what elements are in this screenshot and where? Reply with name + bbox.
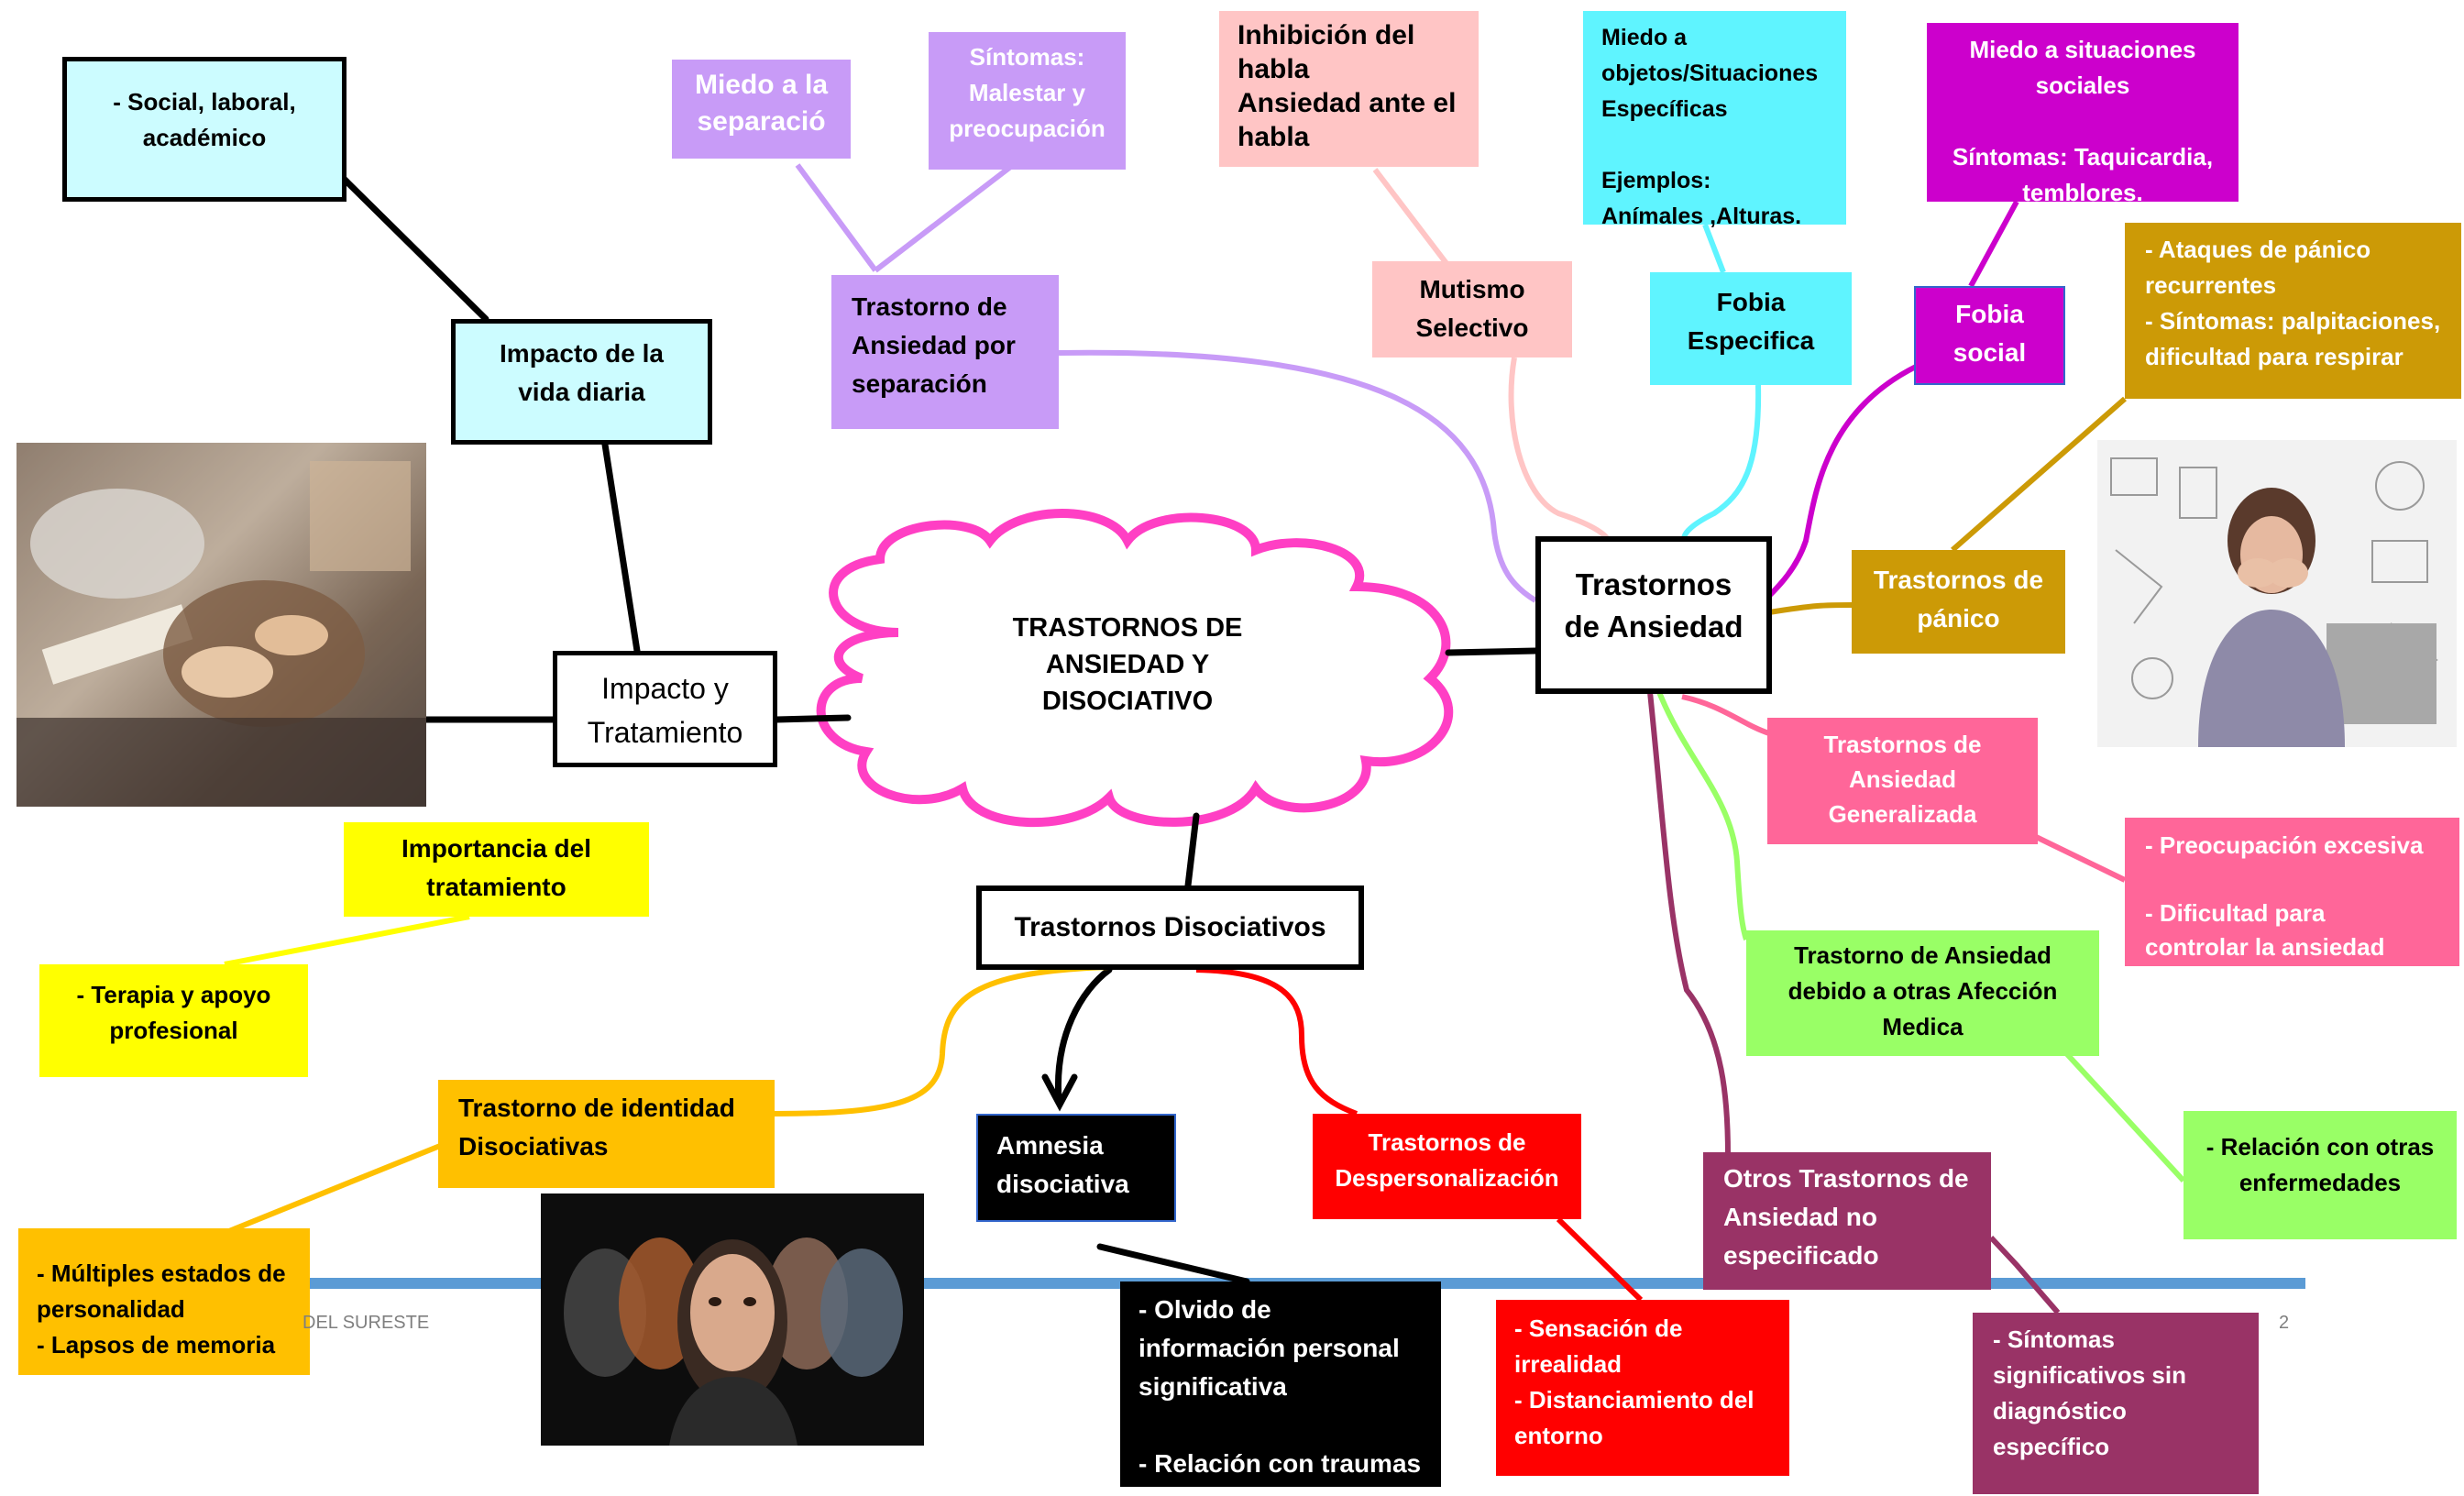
panic-node[interactable]: Trastornos de pánico	[1852, 550, 2065, 654]
identity-label: Trastorno de identidad Disociativas	[458, 1094, 735, 1160]
daily-life-detail-label: - Social, laboral, académico	[113, 88, 296, 151]
impact-main-node[interactable]: Impacto y Tratamiento	[553, 651, 777, 767]
depersonalization-detail-node[interactable]: - Sensación de irrealidad - Distanciamie…	[1496, 1300, 1789, 1476]
separation-symptoms-label: Síntomas: Malestar y preocupación	[949, 43, 1106, 142]
link-social-phobia-detail	[1968, 200, 2019, 288]
link-panic	[1768, 602, 1853, 615]
other-detail-label: - Síntomas significativos sin diagnóstic…	[1993, 1326, 2186, 1460]
treatment-importance-node[interactable]: Importancia del tratamiento	[344, 822, 649, 917]
amnesia-label: Amnesia disociativa	[996, 1131, 1129, 1198]
link-medical	[1656, 690, 1749, 940]
anxiety-main-node[interactable]: Trastornos de Ansiedad	[1535, 536, 1772, 694]
arrowhead-amnesia	[1041, 1073, 1078, 1112]
identity-detail-label: - Múltiples estados de personalidad - La…	[37, 1260, 286, 1358]
amnesia-detail-label: - Olvido de información personal signifi…	[1138, 1295, 1422, 1478]
mutism-node[interactable]: Mutismo Selectivo	[1372, 261, 1572, 358]
stressed-woman-photo	[2097, 440, 2457, 747]
link-other-detail	[1988, 1235, 2061, 1314]
generalized-label: Trastornos de Ansiedad Generalizada	[1823, 731, 1982, 828]
social-phobia-node[interactable]: Fobia social	[1914, 286, 2065, 385]
link-impact-central	[773, 714, 852, 723]
link-medical-detail	[2064, 1051, 2186, 1183]
footer-page-number: 2	[2279, 1313, 2290, 1333]
link-amnesia-detail	[1096, 1243, 1250, 1285]
central-topic-label: TRASTORNOS DE ANSIEDAD Y DISOCIATIVO	[1012, 613, 1243, 716]
link-central-dissociative	[1184, 812, 1200, 889]
other-label: Otros Trastornos de Ansiedad no especifi…	[1723, 1164, 1969, 1270]
impact-main-label: Impacto y Tratamiento	[587, 672, 743, 749]
identity-node[interactable]: Trastorno de identidad Disociativas	[438, 1080, 775, 1188]
link-social-phobia	[1766, 364, 1918, 599]
daily-life-detail-node[interactable]: - Social, laboral, académico	[62, 57, 346, 202]
link-treatment	[224, 914, 470, 967]
identity-detail-node[interactable]: - Múltiples estados de personalidad - La…	[18, 1228, 310, 1375]
link-separation-symptoms	[874, 162, 1015, 273]
social-phobia-detail-label: Miedo a situaciones sociales Síntomas: T…	[1952, 36, 2214, 206]
panic-label: Trastornos de pánico	[1873, 566, 2044, 632]
social-phobia-detail-node[interactable]: Miedo a situaciones sociales Síntomas: T…	[1927, 23, 2238, 206]
panic-detail-label: - Ataques de pánico recurrentes - Síntom…	[2145, 236, 2441, 370]
link-dissociative-amnesia	[1054, 966, 1113, 1104]
link-other	[1647, 691, 1731, 1156]
link-specific-phobia	[1681, 384, 1762, 543]
link-generalized-detail	[2029, 831, 2127, 883]
separation-label: Trastorno de Ansiedad por separación	[852, 292, 1016, 398]
other-node[interactable]: Otros Trastornos de Ansiedad no especifi…	[1703, 1152, 1991, 1290]
mutism-detail-node[interactable]: Inhibición del habla Ansiedad ante el ha…	[1219, 11, 1479, 167]
treatment-detail-node[interactable]: - Terapia y apoyo profesional	[39, 964, 308, 1077]
mutism-label: Mutismo Selectivo	[1415, 275, 1529, 342]
anxiety-main-label: Trastornos de Ansiedad	[1564, 567, 1744, 644]
specific-phobia-detail-label: Miedo a objetos/Situaciones Específicas …	[1601, 25, 1819, 229]
medical-label: Trastorno de Ansiedad debido a otras Afe…	[1788, 941, 2058, 1040]
link-separation	[1058, 349, 1537, 603]
mutism-detail-label: Inhibición del habla Ansiedad ante el ha…	[1238, 20, 1457, 152]
link-central-anxiety	[1445, 647, 1539, 656]
depersonalization-label: Trastornos de Despersonalización	[1335, 1128, 1559, 1192]
separation-node[interactable]: Trastorno de Ansiedad por separación	[831, 275, 1059, 429]
dissociative-main-label: Trastornos Disociativos	[1014, 912, 1326, 942]
amnesia-detail-node[interactable]: - Olvido de información personal signifi…	[1120, 1282, 1441, 1487]
link-mutism	[1508, 357, 1612, 543]
multiple-faces-photo	[541, 1194, 924, 1446]
link-mutism-detail	[1372, 168, 1451, 268]
link-daily-detail	[336, 170, 490, 323]
therapy-session-photo	[16, 443, 426, 807]
link-dissociative-red	[1195, 967, 1358, 1116]
medical-detail-label: - Relación con otras enfermedades	[2206, 1133, 2435, 1196]
central-topic: TRASTORNOS DE ANSIEDAD Y DISOCIATIVO	[926, 610, 1329, 720]
footer-institution-text: DEL SURESTE	[302, 1313, 430, 1333]
link-depersonalization-detail	[1556, 1216, 1644, 1303]
link-identity-detail	[223, 1143, 442, 1236]
central-cloud	[816, 509, 1454, 828]
generalized-node[interactable]: Trastornos de Ansiedad Generalizada	[1767, 718, 2038, 844]
link-impact-daily	[601, 441, 641, 654]
link-generalized	[1681, 694, 1770, 736]
specific-phobia-node[interactable]: Fobia Especifica	[1650, 272, 1852, 385]
dissociative-main-node[interactable]: Trastornos Disociativos	[976, 886, 1364, 970]
treatment-detail-label: - Terapia y apoyo profesional	[76, 981, 271, 1044]
specific-phobia-detail-node[interactable]: Miedo a objetos/Situaciones Específicas …	[1583, 11, 1846, 229]
generalized-detail-label: - Preocupación excesiva - Dificultad par…	[2145, 831, 2424, 961]
daily-life-label: Impacto de la vida diaria	[500, 339, 664, 406]
depersonalization-node[interactable]: Trastornos de Despersonalización	[1313, 1114, 1581, 1219]
amnesia-node[interactable]: Amnesia disociativa	[976, 1114, 1176, 1222]
separation-fear-node[interactable]: Miedo a la separació	[672, 60, 851, 159]
medical-detail-node[interactable]: - Relación con otras enfermedades	[2184, 1111, 2457, 1239]
generalized-detail-node[interactable]: - Preocupación excesiva - Dificultad par…	[2125, 818, 2459, 966]
panic-detail-node[interactable]: - Ataques de pánico recurrentes - Síntom…	[2125, 223, 2461, 399]
social-phobia-label: Fobia social	[1952, 300, 2027, 367]
separation-symptoms-node[interactable]: Síntomas: Malestar y preocupación	[929, 32, 1126, 170]
specific-phobia-label: Fobia Especifica	[1687, 288, 1815, 355]
link-panic-detail	[1951, 396, 2127, 553]
link-separation-fear	[795, 163, 878, 272]
treatment-importance-label: Importancia del tratamiento	[402, 834, 591, 901]
medical-node[interactable]: Trastorno de Ansiedad debido a otras Afe…	[1746, 930, 2099, 1056]
depersonalization-detail-label: - Sensación de irrealidad - Distanciamie…	[1514, 1314, 1754, 1449]
separation-fear-label: Miedo a la separació	[694, 70, 829, 137]
link-identity	[774, 964, 1110, 1116]
daily-life-node[interactable]: Impacto de la vida diaria	[451, 319, 712, 445]
other-detail-node[interactable]: - Síntomas significativos sin diagnóstic…	[1973, 1313, 2259, 1494]
link-specific-phobia-detail	[1702, 223, 1726, 274]
